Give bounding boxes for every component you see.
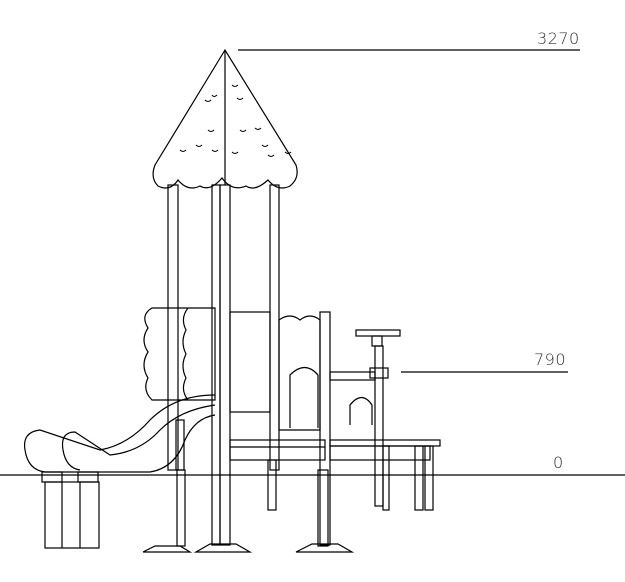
deck <box>229 439 326 511</box>
slide <box>23 394 216 549</box>
side-panel <box>143 307 216 401</box>
height-label-3270: 3270 <box>537 29 580 48</box>
center-panel <box>229 311 271 413</box>
tower-posts <box>167 184 331 546</box>
bench <box>329 439 441 511</box>
side-panel-inner <box>182 307 189 401</box>
height-label-790: 790 <box>534 350 567 369</box>
height-label-0: 0 <box>553 453 564 472</box>
steering-wheel <box>329 329 401 507</box>
roof <box>152 48 298 189</box>
arch-opening <box>289 366 319 428</box>
footings <box>142 469 355 553</box>
rear-panel <box>278 315 321 431</box>
